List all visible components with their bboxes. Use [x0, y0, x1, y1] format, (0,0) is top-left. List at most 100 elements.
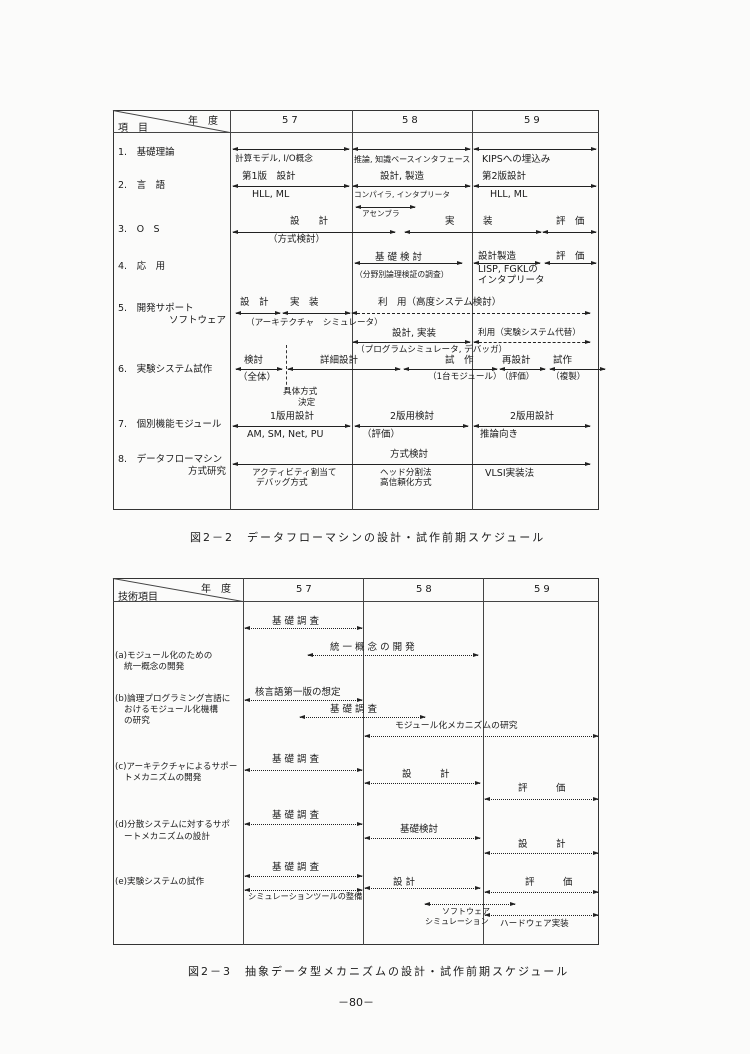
fig1-schedule-note: 詳細設計 [320, 355, 359, 366]
fig2-schedule-arrow [364, 835, 481, 840]
fig1-schedule-note: 再設計 [502, 355, 531, 366]
fig2-schedule-arrow [307, 652, 479, 657]
fig1-schedule-note: VLSI実装法 [485, 468, 535, 479]
fig1-schedule-arrow [235, 366, 283, 371]
fig2-schedule-note: 評 価 [525, 877, 573, 888]
fig1-schedule-note: HLL, ML [490, 189, 528, 200]
fig1-schedule-note: 第1版 設計 [242, 171, 296, 182]
fig1-schedule-note: 2版用検討 [390, 411, 435, 422]
fig1-schedule-arrow [355, 204, 416, 209]
fig1-milestone-marker [286, 345, 287, 390]
fig2-column-divider [483, 578, 484, 945]
fig1-header-year: 年 度 [188, 116, 218, 127]
fig1-schedule-arrow [354, 423, 469, 428]
fig2-schedule-note: ハードウェア実装 [500, 919, 569, 929]
fig1-header-divider [113, 132, 599, 133]
fig2-schedule-arrow [244, 821, 363, 826]
fig1-row-label: 5. 開発サポート [118, 303, 194, 314]
fig1-row-label: 2. 言 語 [118, 180, 166, 191]
fig2-schedule-arrow [364, 733, 599, 738]
fig1-schedule-note: （方式検討） [268, 234, 326, 245]
fig2-schedule-arrow [484, 889, 599, 894]
fig1-schedule-note: KIPSへの埋込み [482, 154, 551, 165]
fig2-schedule-arrow [364, 780, 481, 785]
fig2-schedule-note: 核言語第一版の想定 [255, 687, 341, 698]
fig1-schedule-arrow [473, 339, 591, 344]
fig1-schedule-note: 利 用（高度システム検討） [378, 297, 502, 308]
fig2-column-divider [243, 578, 244, 945]
fig2-schedule-note: 基 礎 調 査 [272, 754, 320, 765]
fig2-row-label: (a)モジュール化のための [115, 651, 213, 661]
fig1-schedule-note: 方式検討 [390, 449, 429, 460]
fig1-row-label: 8. データフローマシン [118, 454, 223, 465]
fig2-schedule-note: 評 価 [518, 783, 566, 794]
fig1-schedule-arrow [404, 229, 542, 234]
fig1-schedule-arrow [499, 366, 546, 371]
fig1-schedule-arrow [232, 183, 350, 188]
fig2-row-label: (d)分散システムに対するサポ [115, 820, 231, 830]
fig2-schedule-arrow [364, 885, 481, 890]
fig1-year-2: 59 [524, 115, 543, 126]
fig1-row-label: 4. 応 用 [118, 261, 166, 272]
fig1-schedule-note: 実 装 [445, 216, 493, 227]
fig2-schedule-note: 設 計 [393, 877, 416, 888]
fig1-row-label: 方式研究 [187, 466, 226, 477]
fig2-header-year: 年 度 [201, 584, 231, 595]
fig1-row-label: 1. 基礎理論 [118, 147, 175, 158]
fig2-row-label: (b)論理プログラミング言語に [115, 694, 231, 704]
fig1-schedule-arrow [287, 366, 401, 371]
fig1-schedule-note: 設計, 実装 [392, 328, 437, 339]
fig2-schedule-arrow [299, 714, 426, 719]
fig2-schedule-arrow [244, 873, 363, 878]
fig1-schedule-note: 1版用設計 [270, 411, 315, 422]
fig1-schedule-arrow [473, 146, 597, 151]
fig1-schedule-note: （アーキテクチャ シミュレータ） [246, 318, 383, 328]
fig1-schedule-arrow [473, 260, 541, 265]
fig1-schedule-note: 評 価 [556, 251, 585, 262]
fig2-schedule-arrow [424, 901, 516, 906]
fig2-row-label: の研究 [124, 716, 150, 726]
fig1-schedule-arrow [232, 423, 351, 428]
fig1-schedule-note: （全体） [238, 372, 277, 383]
fig2-header-item: 技術項目 [118, 592, 158, 603]
fig1-year-1: 58 [402, 115, 421, 126]
fig1-schedule-note: インタプリータ [478, 275, 545, 286]
fig1-row-label: 3. O S [118, 224, 160, 235]
fig2-schedule-arrow [244, 767, 363, 772]
fig2-schedule-note: 設 計 [402, 769, 450, 780]
fig1-schedule-arrow [351, 310, 591, 315]
fig2-year-2: 59 [534, 583, 553, 595]
fig1-schedule-note: デバッグ方式 [256, 478, 308, 488]
fig2-schedule-arrow [244, 625, 363, 630]
fig2-header-divider [113, 601, 599, 602]
fig1-header-item: 項 目 [118, 123, 148, 134]
fig2-schedule-note: 基 礎 調 査 [272, 862, 320, 873]
fig1-schedule-arrow [473, 423, 591, 428]
fig2-schedule-arrow [244, 887, 363, 892]
fig1-schedule-note: （評価） [500, 372, 535, 382]
fig1-schedule-note: アセンブラ [362, 209, 400, 218]
fig1-table [113, 110, 599, 510]
fig1-schedule-arrow [232, 461, 591, 466]
page-number: －80－ [338, 996, 374, 1009]
fig1-schedule-note: LISP, FGKLの [478, 264, 538, 275]
fig2-schedule-note: 基 礎 調 査 [272, 810, 320, 821]
fig2-year-0: 57 [296, 583, 315, 595]
fig2-schedule-note: 基礎検討 [400, 824, 439, 835]
fig2-row-label: (c)アーキテクチャによるサポー [115, 762, 238, 772]
fig2-schedule-note: 設 計 [518, 839, 566, 850]
fig1-schedule-arrow [282, 310, 351, 315]
fig2-schedule-arrow [484, 850, 599, 855]
fig1-schedule-arrow [549, 366, 606, 371]
fig1-schedule-arrow [235, 310, 281, 315]
fig1-schedule-note: ヘッド分割法 [380, 468, 432, 478]
fig1-schedule-arrow [544, 260, 597, 265]
fig1-schedule-note: 設 計 [290, 216, 329, 227]
fig1-schedule-note: （分野別論理検証の調査） [355, 270, 449, 279]
fig1-column-divider [472, 110, 473, 510]
fig1-schedule-note: 設 計 [240, 297, 269, 308]
fig1-schedule-note: AM, SM, Net, PU [247, 429, 324, 440]
fig2-schedule-note: モジュール化メカニズムの研究 [395, 721, 518, 731]
fig2-row-label: トメカニズムの開発 [124, 773, 202, 783]
fig2-schedule-note: 基 礎 調 査 [272, 616, 320, 627]
